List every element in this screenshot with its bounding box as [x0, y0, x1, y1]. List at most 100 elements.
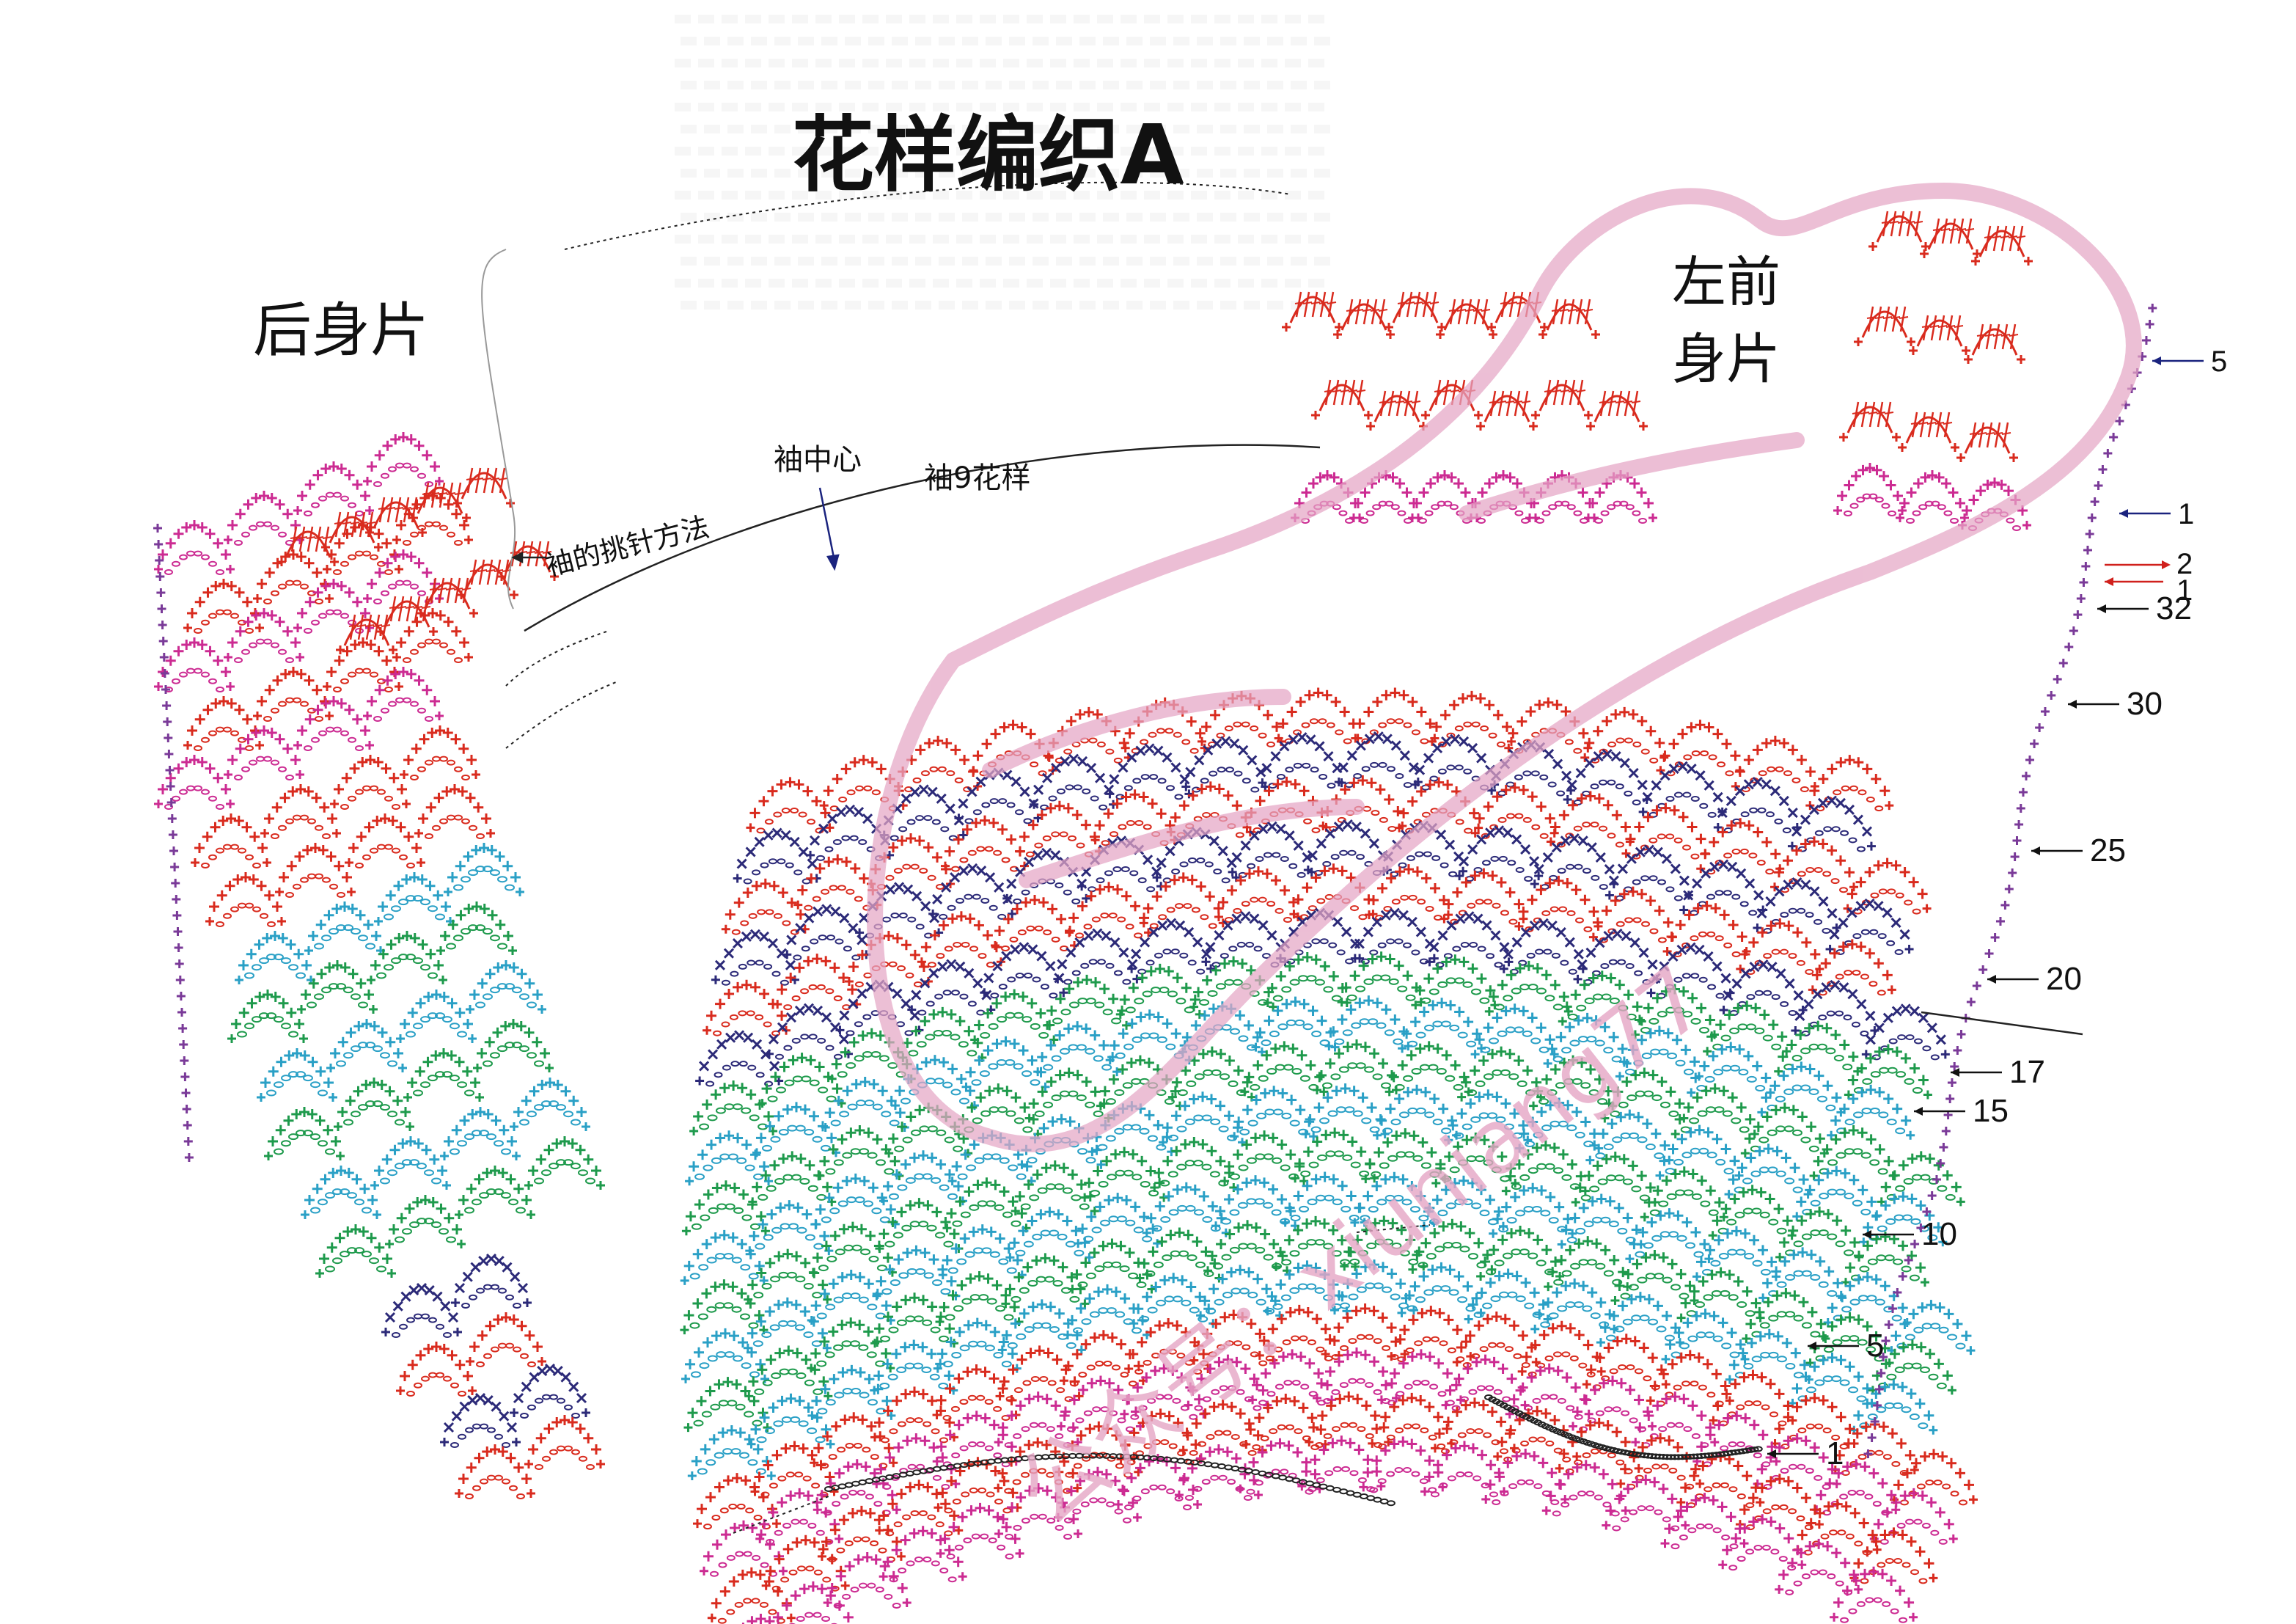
row-marker-yoke-1: 1: [2119, 498, 2194, 530]
back-panel-fan-motif: [260, 784, 341, 839]
body-fan-motif: [1868, 1339, 1956, 1395]
body-fan-motif: [1181, 736, 1270, 793]
back-panel-fan-motif: [370, 1136, 451, 1190]
body-fan-motif: [793, 854, 882, 911]
body-fan-motif: [1068, 1238, 1156, 1294]
body-fan-motif: [1655, 1124, 1744, 1180]
red-marker-2: 2: [2176, 548, 2193, 580]
body-fan-motif: [817, 1505, 906, 1562]
body-fan-motif: [938, 1224, 1027, 1280]
front-shell-motif: [1854, 306, 1915, 346]
back-panel-fan-motif: [235, 931, 315, 984]
body-fan-motif: [1139, 872, 1228, 929]
front-fan-motif: [1833, 463, 1907, 516]
back-panel-fan-motif: [293, 579, 374, 634]
body-fan-motif: [1470, 1003, 1559, 1059]
body-fan-motif: [997, 1299, 1086, 1355]
row-marker-20-3-label: 20: [2046, 961, 2082, 997]
back-panel-fan-motif: [304, 901, 385, 955]
body-fan-motif: [1805, 755, 1894, 812]
front-shell-motif: [1531, 379, 1593, 420]
row-marker-32-0: 32: [2097, 590, 2192, 626]
body-fan-motif: [1656, 720, 1745, 777]
body-fan-motif: [764, 1003, 853, 1060]
body-fan-motif: [1676, 1452, 1765, 1509]
body-fan-motif: [1080, 1146, 1169, 1202]
body-fan-motif: [1563, 748, 1651, 806]
body-fan-motif: [1419, 1175, 1508, 1231]
body-fan-motif: [942, 1177, 1031, 1233]
body-fan-motif: [1573, 928, 1662, 985]
sleeve-pattern-label: 袖9花样: [924, 461, 1030, 495]
body-fan-motif: [1600, 1067, 1689, 1123]
body-fan-motif: [813, 1459, 901, 1516]
body-fan-motif: [1431, 1132, 1520, 1188]
red-marker-1: 1: [2176, 574, 2193, 607]
body-fan-motif: [917, 911, 1005, 968]
body-fan-motif: [1823, 1272, 1912, 1328]
body-fan-motif: [1015, 800, 1104, 857]
body-fan-motif: [1387, 1306, 1475, 1363]
body-fan-motif: [1425, 911, 1514, 968]
back-panel-fan-motif: [363, 432, 444, 487]
body-fan-motif: [819, 755, 908, 812]
back-panel-fan-motif: [297, 960, 378, 1014]
dotted-mid-line: [1356, 1224, 1431, 1233]
body-fan-motif: [1297, 1435, 1386, 1493]
body-fan-motif: [1124, 1317, 1213, 1375]
back-panel-fan-motif: [315, 1224, 396, 1278]
body-fan-motif: [1696, 818, 1785, 875]
body-fan-motif: [1263, 952, 1351, 1008]
body-fan-motif: [744, 1345, 833, 1401]
body-fan-motif: [1843, 857, 1932, 915]
back-panel-fan-motif: [154, 637, 235, 692]
body-fan-motif: [721, 878, 810, 935]
body-fan-motif: [711, 929, 799, 986]
body-fan-motif: [1241, 1394, 1330, 1451]
row-marker-30-1-label: 30: [2127, 686, 2163, 722]
sleeve-center-label: 袖中心: [774, 443, 862, 477]
body-fan-motif: [745, 1200, 834, 1256]
body-fan-motif: [808, 1221, 897, 1277]
back-panel-fan-motif: [191, 813, 271, 868]
body-fan-motif: [961, 1036, 1050, 1091]
body-fan-motif: [1334, 731, 1423, 789]
back-panel-fan-motif: [183, 579, 264, 634]
watermark-inner-stroke: [982, 432, 1805, 888]
body-fan-motif: [1588, 886, 1677, 943]
watermark-heart-shape: [867, 183, 2142, 1152]
body-fan-motif: [1849, 1379, 1938, 1435]
body-fan-motif: [1877, 1151, 1965, 1207]
body-fan-motif: [1788, 1352, 1877, 1408]
body-fan-motif: [1053, 928, 1142, 985]
body-fan-motif: [991, 895, 1079, 952]
body-fan-motif: [844, 930, 933, 987]
front-shell-motif: [1839, 401, 1901, 442]
front-shell-motif: [1956, 422, 2018, 462]
body-fan-motif: [1679, 859, 1768, 916]
body-fan-motif: [1676, 1267, 1765, 1323]
body-fan-motif: [1373, 1084, 1461, 1140]
body-fan-motif: [811, 1173, 900, 1229]
body-fan-motif: [1692, 1411, 1781, 1468]
body-fan-motif: [1775, 1538, 1863, 1595]
row-marker-1-8-label: 1: [1826, 1435, 1844, 1471]
body-fan-motif: [1889, 1449, 1978, 1506]
body-fan-motif: [1230, 1086, 1318, 1141]
body-fan-motif: [782, 904, 871, 961]
body-fan-motif: [685, 1130, 774, 1186]
body-fan-motif: [1515, 1097, 1604, 1153]
back-panel-fan-motif: [436, 901, 517, 955]
body-fan-motif: [879, 1150, 967, 1206]
body-fan-motif: [752, 1102, 840, 1157]
body-fan-motif: [1708, 1185, 1797, 1240]
back-panel-fan-motif: [323, 637, 403, 692]
body-fan-motif: [1184, 1354, 1272, 1411]
front-shell-motif: [1476, 390, 1538, 431]
body-fan-motif: [1703, 1001, 1791, 1056]
back-panel-fan-motif: [455, 1444, 535, 1499]
front-shell-motif: [1311, 379, 1373, 420]
left-front-label-line2: 身片: [1672, 328, 1780, 391]
body-fan-motif: [815, 1125, 904, 1181]
body-fan-motif: [1541, 1460, 1630, 1517]
